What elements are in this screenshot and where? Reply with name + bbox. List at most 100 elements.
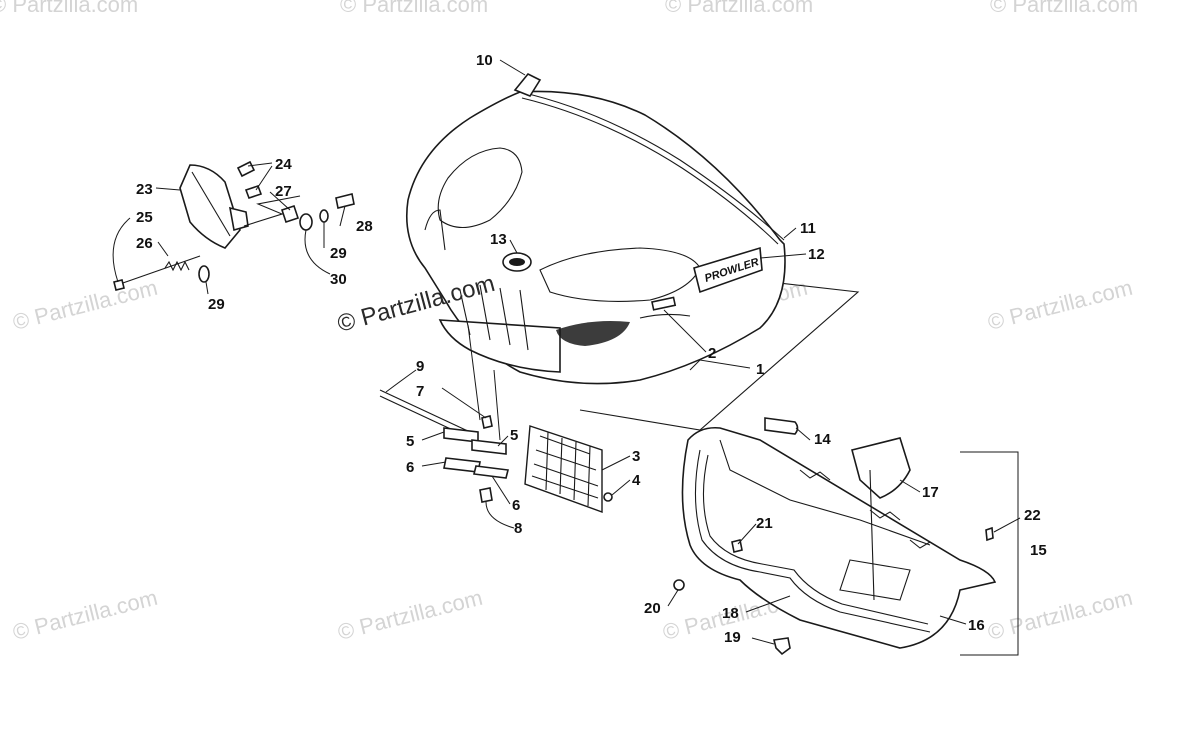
- decal-plate: [693, 246, 763, 294]
- leader-6b: [491, 475, 511, 505]
- leader-9: [385, 369, 417, 393]
- nut-8: [479, 487, 493, 503]
- hood-badge: [651, 296, 677, 311]
- leader-7: [441, 387, 487, 419]
- leader-2: [663, 309, 707, 353]
- adjust-bolt: [119, 255, 201, 285]
- callout-3: 3: [632, 448, 640, 465]
- leader-line: [467, 324, 481, 421]
- screw-24b: [244, 184, 263, 200]
- callout-18: 18: [722, 605, 739, 622]
- watermark: © Partzilla.com: [665, 0, 813, 17]
- callout-22: 22: [1024, 507, 1041, 524]
- callout-27: 27: [275, 183, 292, 200]
- leader-1: [689, 359, 751, 371]
- callout-13: 13: [490, 231, 507, 248]
- headlight-housing: [179, 164, 241, 249]
- washer-29b: [319, 209, 329, 223]
- hood-edge-line: [639, 313, 691, 319]
- leader-30: [304, 229, 331, 275]
- callout-24: 24: [275, 156, 292, 173]
- leader-8: [485, 501, 515, 529]
- leader-22: [993, 517, 1021, 533]
- watermark: © Partzilla.com: [985, 275, 1135, 335]
- callout-21: 21: [756, 515, 773, 532]
- leader-6a: [421, 461, 447, 467]
- adjust-spring: [164, 260, 190, 272]
- leader-line: [493, 369, 501, 441]
- leader-21: [737, 523, 757, 545]
- nut-27: [280, 204, 300, 224]
- watermark: © Partzilla.com: [335, 585, 485, 645]
- callout-29: 29: [208, 296, 225, 313]
- fastener-7: [481, 415, 493, 429]
- mesh-screen: [524, 425, 603, 513]
- hood-assembly: PROWLER: [405, 72, 860, 431]
- hood-grille-front: [438, 319, 561, 373]
- callout-10: 10: [476, 52, 493, 69]
- plate-6b: [473, 465, 509, 479]
- callout-17: 17: [922, 484, 939, 501]
- callout-25: 25: [136, 209, 153, 226]
- tray-inner-wall: [719, 439, 931, 546]
- callout-labels: 10 11 12 13 2 1 23 24 27 25 26 28 29 30 …: [136, 52, 1047, 646]
- watermark: © Partzilla.com: [0, 0, 138, 17]
- leader-14: [795, 427, 811, 441]
- leader-26: [157, 241, 169, 257]
- tray-cable-18: [869, 469, 875, 601]
- bolt-head: [113, 279, 125, 291]
- callout-28: 28: [356, 218, 373, 235]
- tray-pocket: [839, 559, 911, 601]
- callout-6: 6: [406, 459, 414, 476]
- hood-latch: [513, 72, 542, 97]
- leader-3: [601, 455, 631, 471]
- hood-emblem-center: [509, 258, 525, 266]
- leader-29a: [205, 281, 209, 295]
- hood-side-fin: [424, 209, 446, 251]
- bushing-30: [299, 213, 313, 231]
- group-bracket-15: [960, 451, 1019, 656]
- leader-12: [759, 253, 807, 259]
- leader-23: [155, 187, 181, 191]
- callout-14: 14: [814, 431, 831, 448]
- watermark: © Partzilla.com: [990, 0, 1138, 17]
- watermark: © Partzilla.com: [10, 275, 160, 335]
- leader-13: [509, 239, 518, 254]
- screw-24a: [236, 160, 256, 178]
- leader-11: [783, 227, 797, 239]
- callout-23: 23: [136, 181, 153, 198]
- leader-19: [751, 637, 775, 645]
- lower-tray-assembly: [673, 417, 1019, 656]
- callout-16: 16: [968, 617, 985, 634]
- watermark: © Partzilla.com: [340, 0, 488, 17]
- fastener-19: [773, 637, 791, 656]
- leader-17: [899, 479, 921, 493]
- bumper-pad-14: [764, 417, 799, 435]
- washer-29a: [198, 265, 210, 283]
- leader-lines: [112, 59, 1021, 645]
- callout-2: 2: [708, 345, 716, 362]
- leader-10: [499, 59, 526, 76]
- weather-strip: [519, 91, 785, 241]
- weather-strip-inner: [521, 97, 779, 245]
- headlight-opening-left: [556, 321, 630, 346]
- callout-5: 5: [406, 433, 414, 450]
- callout-20: 20: [644, 600, 661, 617]
- mesh-pattern: [531, 431, 599, 507]
- callout-19: 19: [724, 629, 741, 646]
- watermark: © Partzilla.com: [985, 585, 1135, 645]
- leader-27: [269, 191, 291, 211]
- screen-fastener-4: [603, 492, 613, 502]
- screw-22: [985, 526, 994, 542]
- callout-7: 7: [416, 383, 424, 400]
- leader-4: [611, 479, 631, 496]
- leader-28: [339, 205, 346, 227]
- callout-11: 11: [800, 220, 816, 237]
- leader-20: [667, 589, 679, 607]
- headlight-bracket: [228, 206, 249, 232]
- tray-seal-outer: [694, 449, 931, 633]
- callout-5: 5: [510, 427, 518, 444]
- callout-4: 4: [632, 472, 641, 489]
